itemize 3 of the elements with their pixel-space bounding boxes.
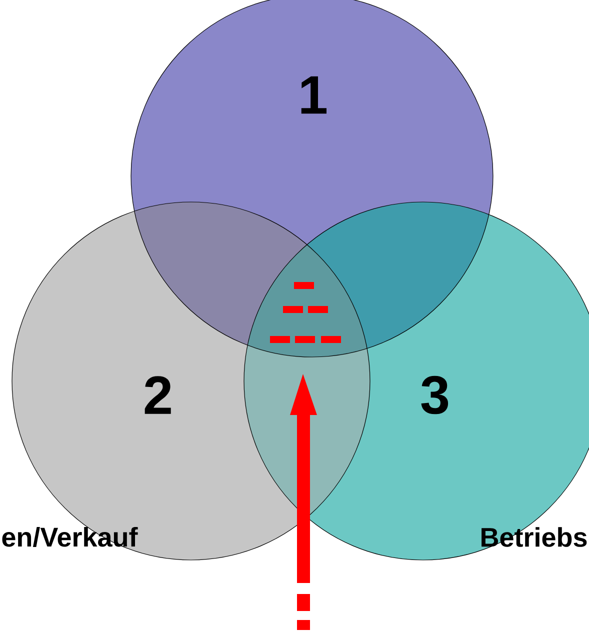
circle-number: 1 — [301, 76, 326, 114]
circle-number: 2 — [144, 376, 171, 414]
circle-number: 3 — [421, 376, 448, 414]
